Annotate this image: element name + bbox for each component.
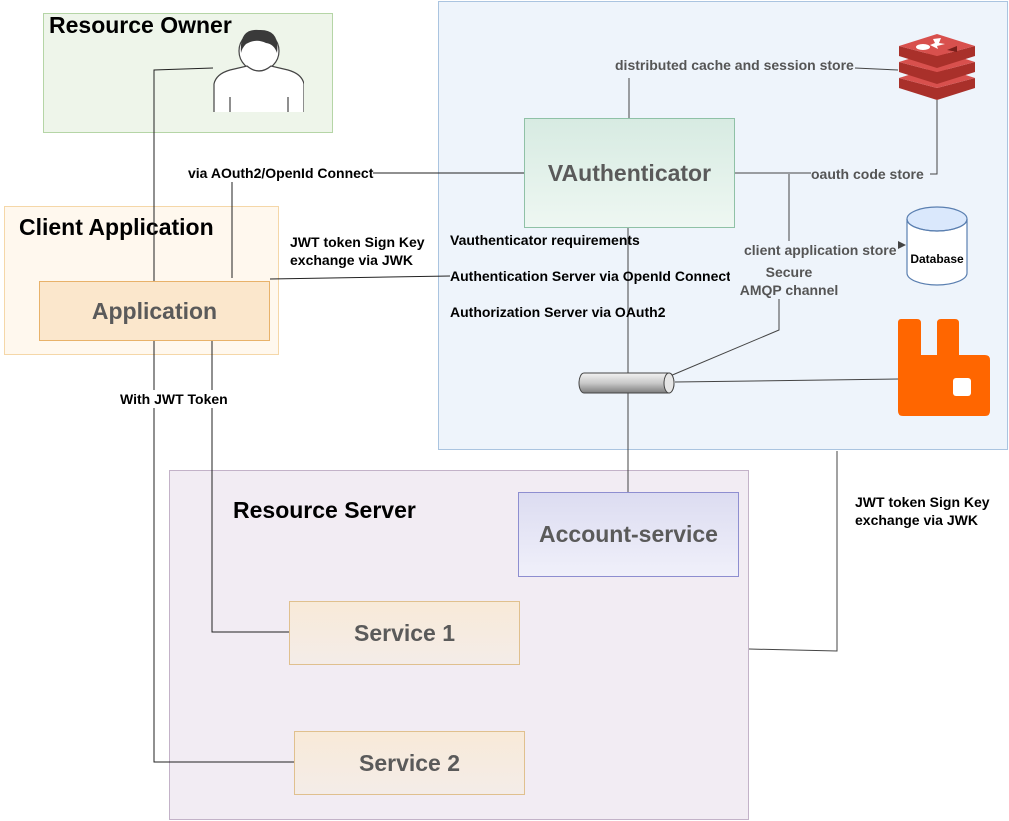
resource-owner-title: Resource Owner: [49, 12, 232, 38]
pipe-rabbit-line: [674, 378, 900, 383]
service1-box[interactable]: Service 1: [289, 601, 520, 665]
database-label: Database: [910, 252, 964, 266]
secure-amqp-label: Secure AMQP channel: [730, 263, 848, 299]
database-icon: [906, 206, 968, 286]
owner-to-client-line: [153, 67, 214, 281]
app-jwk-line: [269, 275, 451, 280]
service2-box[interactable]: Service 2: [294, 731, 525, 795]
with-jwt-token-label: With JWT Token: [120, 390, 228, 408]
account-service-box[interactable]: Account-service: [518, 492, 739, 577]
codestore-redis-line: [930, 100, 938, 175]
via-oauth2-label: via AOuth2/OpenId Connect: [188, 164, 374, 182]
cache-redis-line: [854, 67, 899, 71]
client-application-store-label: client application store: [744, 241, 897, 259]
jwt-sign-key-label-2: JWT token Sign Key exchange via JWK: [855, 494, 990, 528]
pipe-icon: [578, 372, 675, 394]
jwt-sign-key-label-1: JWT token Sign Key exchange via JWK: [290, 234, 425, 268]
app-service2-line: [153, 341, 295, 763]
rabbitmq-icon: [898, 319, 990, 416]
app-service1-line: [211, 341, 290, 633]
authentication-server-label: Authentication Server via OpenId Connect: [450, 268, 731, 284]
vauthenticator-box[interactable]: VAuthenticator: [524, 118, 735, 228]
resource-server-title: Resource Server: [233, 497, 416, 523]
amqp-label-line: [669, 298, 780, 377]
vauthenticator-requirements-label: Vauthenticator requirements: [450, 232, 640, 248]
oauth-code-store-label: oauth code store: [811, 165, 924, 183]
distributed-cache-label: distributed cache and session store: [615, 56, 854, 74]
jwk-resource-line: [748, 451, 838, 652]
application-box[interactable]: Application: [39, 281, 270, 341]
user-icon: [213, 29, 304, 112]
client-application-title: Client Application: [19, 214, 214, 240]
clientstore-arrowhead: [898, 241, 906, 249]
redis-icon: [899, 34, 975, 100]
authorization-server-label: Authorization Server via OAuth2: [450, 304, 666, 320]
